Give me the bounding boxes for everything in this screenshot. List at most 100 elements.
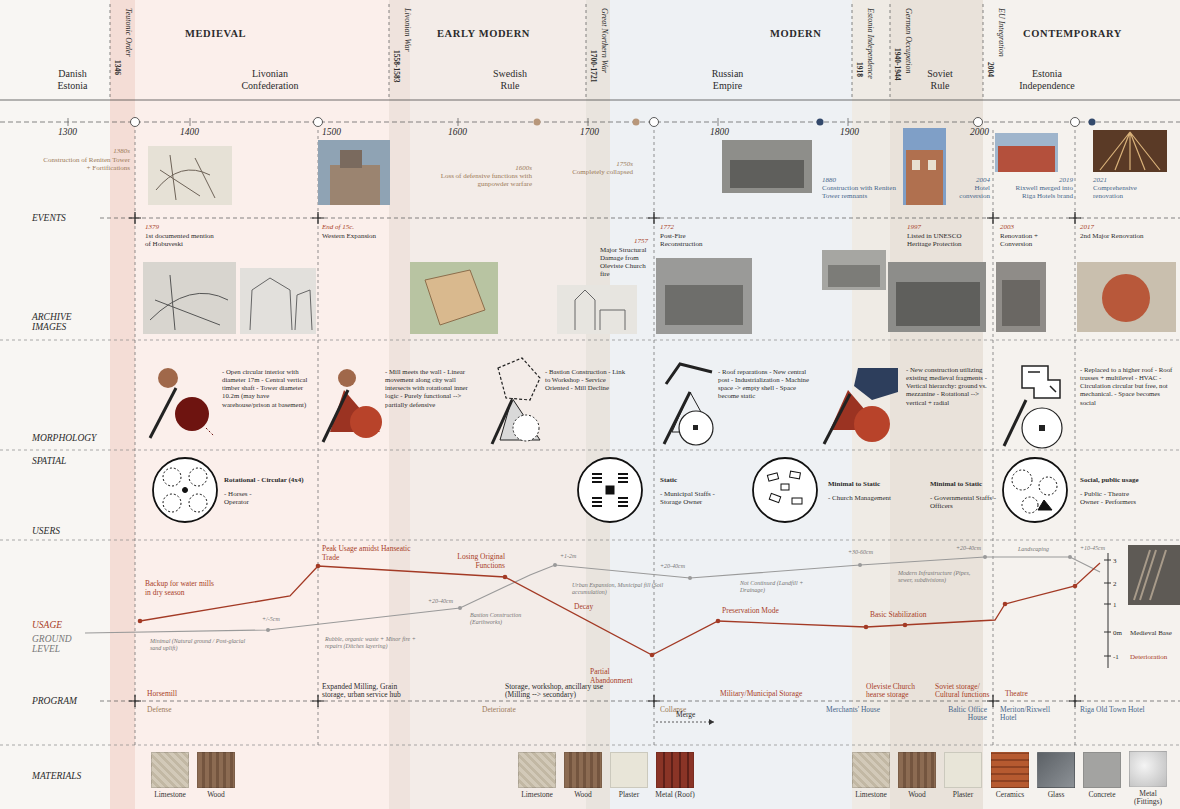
morphology-icon (1022, 408, 1062, 448)
archive-photo (318, 140, 390, 205)
spatial-diagram (1039, 477, 1057, 495)
scale-label: 0m (1113, 629, 1122, 637)
row-label: PROGRAM (32, 696, 77, 706)
program-label: Horsemill (147, 690, 177, 698)
event-year: 1757 (590, 237, 648, 245)
event-note: Hotel conversion (948, 184, 990, 200)
spatial-diagram (578, 458, 642, 522)
event-note: 2nd Major Renovation (1080, 232, 1152, 240)
event-year: 1379 (145, 223, 159, 231)
event-note: Renovation + Conversion (1000, 232, 1062, 248)
material-card: Plaster (941, 752, 985, 799)
spatial-heading: Minimal to Static (828, 480, 880, 488)
usage-curve (266, 555, 1072, 632)
spatial-diagram (1012, 470, 1032, 490)
usage-curve (85, 557, 1100, 633)
material-card: Limestone (148, 752, 192, 799)
spatial-diagram (592, 474, 628, 506)
grid-line (458, 118, 459, 126)
grid-line (0, 122, 1180, 123)
row-label: SPATIAL (32, 456, 66, 466)
spatial-diagram (769, 493, 780, 502)
archive-photo (240, 268, 316, 334)
material-swatch (151, 752, 189, 788)
usage-note: Peak Usage amidst Hanseatic Trade (322, 545, 412, 562)
usage-curve (1073, 584, 1078, 589)
ground-note: Modern Infrastructure (Pipes, sewer, sub… (898, 570, 978, 584)
archive-photo (903, 128, 946, 205)
archive-photo (1077, 262, 1176, 332)
archive-photo (557, 285, 637, 334)
program-label: Expanded Milling, Grain storage, urban s… (322, 683, 422, 700)
program-label: Merchants' House (826, 706, 880, 714)
material-card: Metal (Fittings) (1126, 751, 1170, 807)
usage-note: Basic Stabilization (870, 611, 940, 620)
usage-curve (650, 653, 655, 658)
spatial-heading: Static (660, 476, 677, 484)
grid-line (68, 118, 69, 126)
grid-line (0, 100, 1180, 101)
material-swatch (197, 752, 235, 788)
material-label: Plaster (941, 791, 985, 799)
grid-line (0, 340, 1180, 341)
event-note: Major Structural Damage from Oleviste Ch… (600, 246, 648, 278)
material-label: Limestone (515, 791, 559, 799)
event-year: 1750s (555, 160, 633, 168)
event-note: Listed in UNESCO Heritage Protection (907, 232, 982, 248)
archive-photo (665, 285, 743, 325)
event-marker-year: 1700-1721 (589, 50, 597, 83)
material-label: Limestone (849, 791, 893, 799)
event-note: Comprehensive renovation (1093, 184, 1155, 200)
morphology-icon (498, 358, 540, 400)
usage-curve (858, 563, 862, 567)
program-label: Oleviste Church hearse storage (866, 683, 928, 700)
scale-label: 3 (1113, 557, 1117, 565)
spatial-diagram (153, 458, 1067, 522)
archive-photo (340, 150, 362, 168)
archive-photo (410, 262, 498, 334)
usage-curve (1068, 555, 1072, 559)
material-card: Metal (Roof) (653, 752, 697, 799)
row-label: EVENTS (32, 213, 66, 223)
event-marker-label: Estonia Independence (866, 8, 874, 79)
archive-photo (1100, 132, 1160, 170)
event-marker-year: 1558-1583 (392, 50, 400, 83)
ground-note: +30-60cm (848, 549, 873, 556)
material-swatch (1129, 751, 1167, 787)
grid-line (190, 118, 191, 126)
ground-note: Bastion Construction (Earthworks) (470, 612, 530, 626)
usage-note: Backup for water mills in dry season (145, 580, 217, 597)
archive-photo (1002, 280, 1040, 326)
material-card: Ceramics (988, 752, 1032, 799)
material-swatch (852, 752, 890, 788)
event-year: 1600s (450, 164, 532, 172)
morphology-icon (1004, 400, 1026, 446)
event-marker-label: Livonian War (403, 8, 411, 52)
year-tick: 1300 (58, 127, 77, 138)
program-label: Deteriorate (482, 706, 516, 714)
archive-photo (722, 140, 812, 193)
material-swatch (991, 752, 1029, 788)
spatial-diagram (781, 484, 789, 490)
ground-note: +20-40cm (428, 598, 453, 605)
morphology-icon (513, 415, 539, 441)
archive-photo (156, 155, 215, 200)
spatial-heading: Rotational - Circular (4x4) (224, 476, 304, 484)
usage-curve (1003, 602, 1008, 607)
archive-photo (656, 258, 752, 334)
program-label: Military/Municipal Storage (720, 690, 802, 698)
event-note: Construction of Reniten Tower + Fortific… (40, 156, 130, 172)
ground-note: Not Continued (Landfill + Drainage) (740, 580, 810, 594)
morphology-icon (323, 390, 348, 442)
archive-photo (996, 262, 1046, 332)
morphology-note: - New construction utilizing existing me… (906, 366, 990, 407)
material-card: Concrete (1080, 752, 1124, 799)
morphology-note: - Mill meets the wall - Linear movement … (385, 368, 477, 409)
spatial-diagram (767, 473, 778, 481)
morphology-icon (1039, 425, 1045, 431)
usage-curve (1108, 553, 1109, 668)
spatial-diagram (189, 468, 207, 486)
archive-photo (425, 270, 485, 325)
archive-photo (1128, 545, 1180, 605)
period-band (610, 0, 852, 809)
